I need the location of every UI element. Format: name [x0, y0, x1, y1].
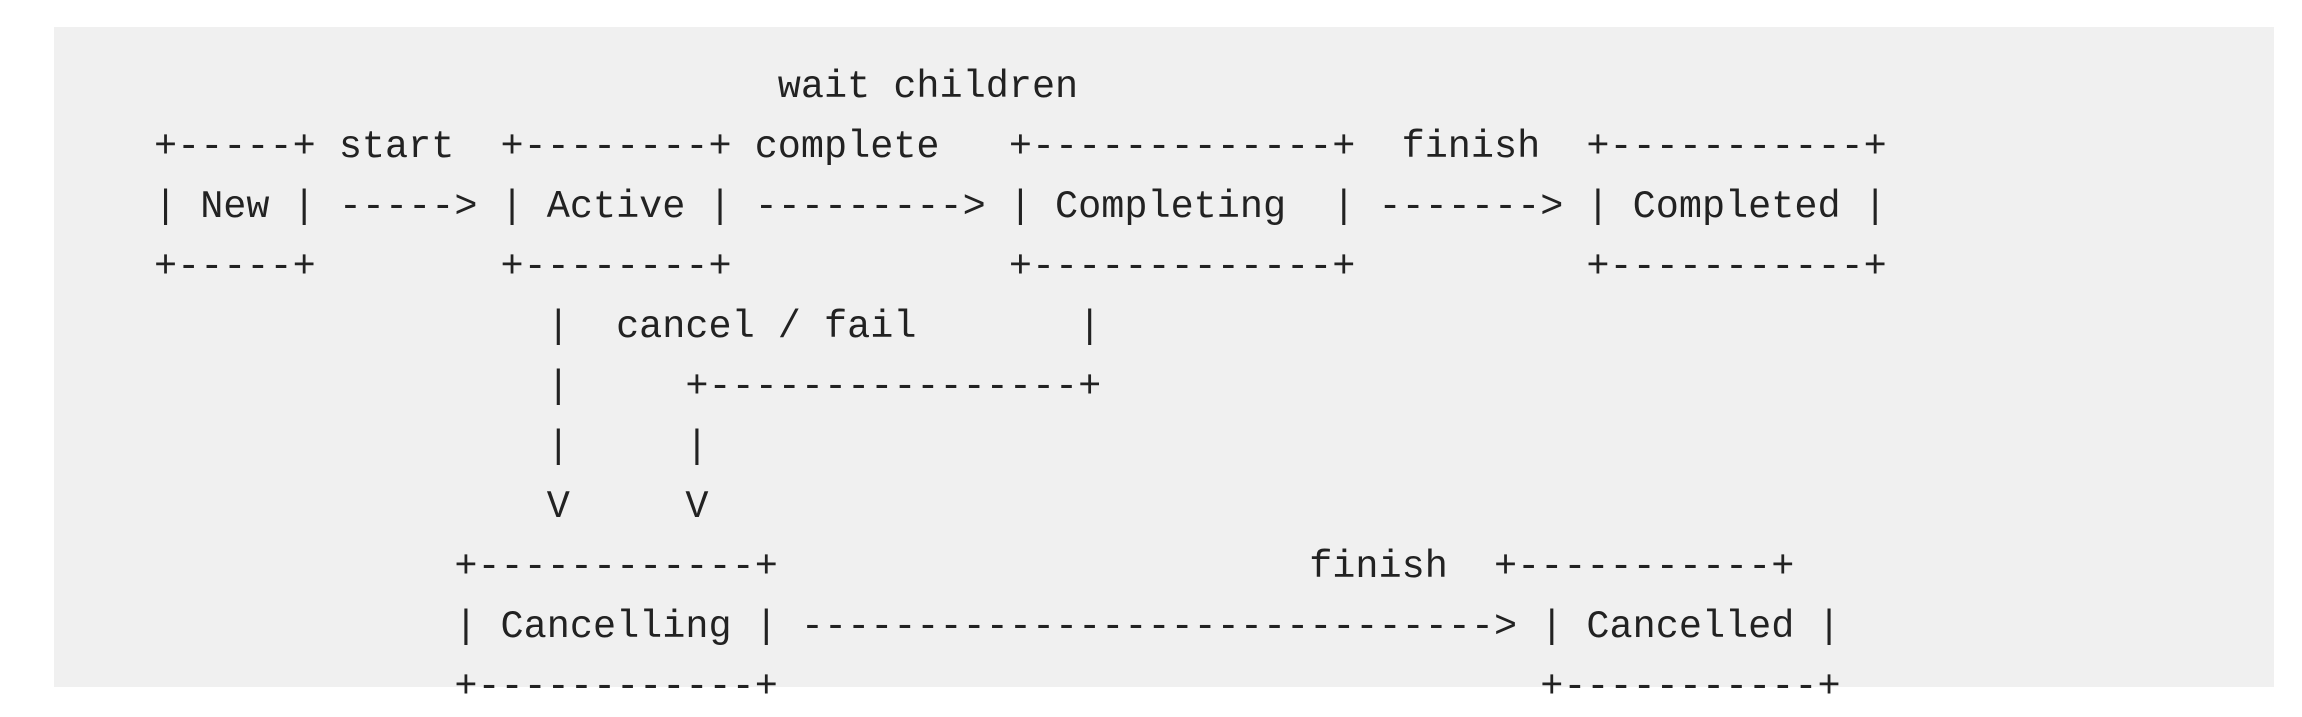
- state-diagram: wait children +-----+ start +--------+ co…: [154, 57, 1887, 717]
- diagram-line: +------------+ +-----------+: [154, 665, 1841, 709]
- code-block: wait children +-----+ start +--------+ co…: [54, 27, 2274, 709]
- diagram-line: +-----+ +--------+ +-------------+ +----…: [154, 245, 1887, 289]
- diagram-line: | Cancelling | -------------------------…: [154, 605, 1841, 649]
- diagram-line: V V: [154, 485, 709, 529]
- diagram-line: wait children: [154, 65, 1079, 109]
- diagram-line: | +----------------+: [154, 365, 1102, 409]
- diagram-line: | cancel / fail |: [154, 305, 1102, 349]
- diagram-line: | New | -----> | Active | ---------> | C…: [154, 185, 1887, 229]
- diagram-line: +------------+ finish +-----------+: [154, 545, 1795, 589]
- diagram-line: | |: [154, 425, 709, 469]
- diagram-line: +-----+ start +--------+ complete +-----…: [154, 125, 1887, 169]
